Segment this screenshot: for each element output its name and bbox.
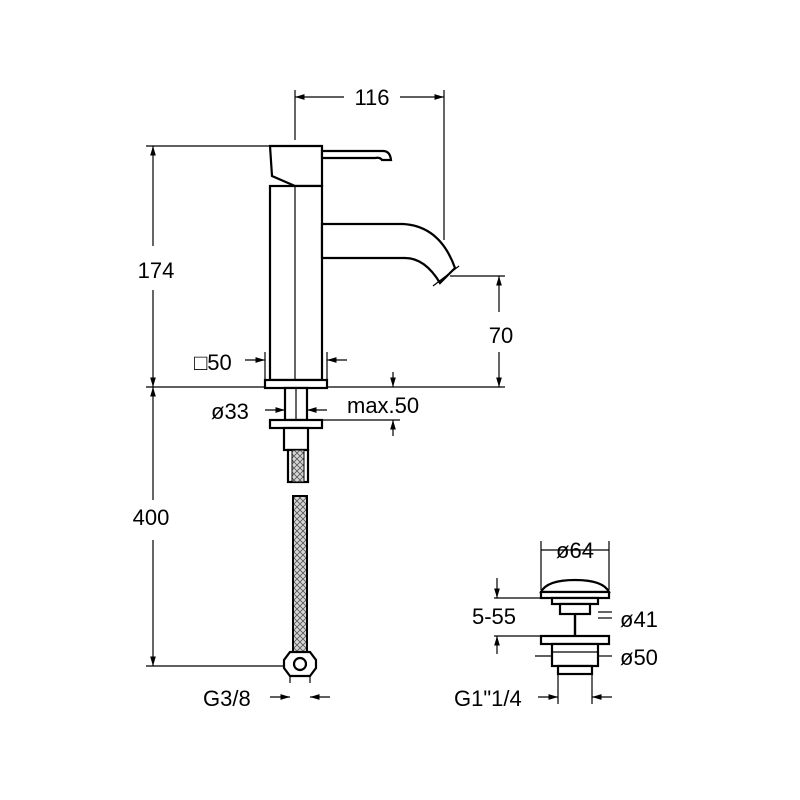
faucet-spout xyxy=(320,222,457,285)
dim-waste-range: 5-55 xyxy=(472,604,516,629)
faucet-dimensions: 116 174 70 □50 ø33 max.50 400 xyxy=(133,85,514,711)
dim-spout-height: 70 xyxy=(489,323,513,348)
dim-total-height: 174 xyxy=(138,258,175,283)
waste-cap xyxy=(539,578,611,594)
faucet-body xyxy=(268,184,324,382)
faucet-handle-block xyxy=(268,144,324,188)
fixing-washer xyxy=(268,418,324,430)
waste-dimensions: ø64 5-55 ø41 ø50 G1"1/4 xyxy=(454,538,658,711)
dim-base-square: □50 xyxy=(194,350,232,375)
faucet-drawing xyxy=(263,144,460,683)
dim-waste-top-diameter: ø64 xyxy=(556,538,594,563)
faucet-lever xyxy=(320,149,393,162)
dim-hose-thread: G3/8 xyxy=(203,686,251,711)
lower-shank xyxy=(282,426,310,452)
dim-waste-bottom-diameter: ø50 xyxy=(620,645,658,670)
waste-lower-flange xyxy=(539,634,611,646)
faucet-base xyxy=(263,378,329,390)
flexible-hose xyxy=(292,495,308,653)
dim-waste-mid-diameter: ø41 xyxy=(620,607,658,632)
waste-body xyxy=(550,642,600,668)
dim-spout-reach: 116 xyxy=(354,85,389,110)
waste-drawing xyxy=(539,578,611,676)
dim-hose-length: 400 xyxy=(133,505,170,530)
dim-max-thickness: max.50 xyxy=(347,393,419,418)
dim-shank-diameter: ø33 xyxy=(211,399,249,424)
dim-waste-thread: G1"1/4 xyxy=(454,686,522,711)
